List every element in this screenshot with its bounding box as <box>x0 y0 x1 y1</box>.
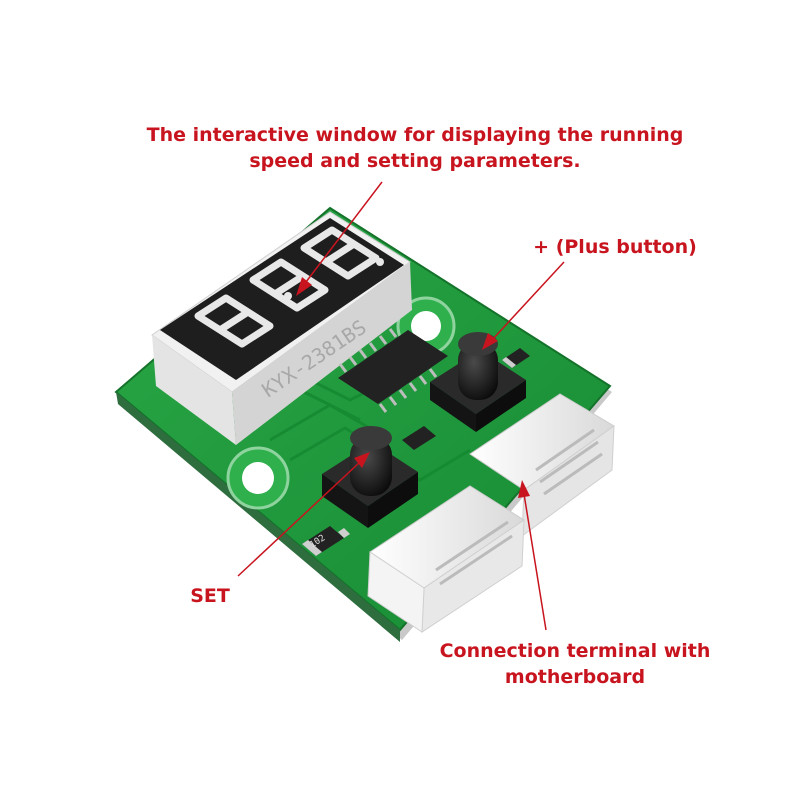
arrow-plus <box>482 261 565 350</box>
connector-right <box>469 393 615 538</box>
mounting-hole-left <box>226 446 290 510</box>
ic-chip <box>338 328 448 413</box>
arrow-set <box>237 452 370 577</box>
connection-label-line1: Connection terminal with <box>439 640 711 662</box>
seven-segment-display <box>151 211 412 445</box>
connector-left <box>367 485 525 633</box>
plus-button-label: + (Plus button) <box>525 234 705 260</box>
connection-terminal-label: Connection terminal with motherboard <box>430 638 720 690</box>
plus-button <box>430 332 526 432</box>
arrow-connection <box>518 480 547 631</box>
set-button-label: SET <box>180 583 240 609</box>
pcb-side <box>116 392 400 642</box>
display-label-line2: speed and setting parameters. <box>249 150 581 172</box>
set-label-text: SET <box>190 585 230 607</box>
smd-resistor-top <box>502 348 530 368</box>
smd-resistor-mid <box>402 426 436 450</box>
display-label-line1: The interactive window for displaying th… <box>146 124 684 146</box>
smd-resistor-bottom <box>302 526 350 556</box>
display-window-label: The interactive window for displaying th… <box>140 122 690 174</box>
arrow-display <box>296 181 383 296</box>
plus-label-text: + (Plus button) <box>533 236 697 258</box>
connection-label-line2: motherboard <box>504 666 646 688</box>
